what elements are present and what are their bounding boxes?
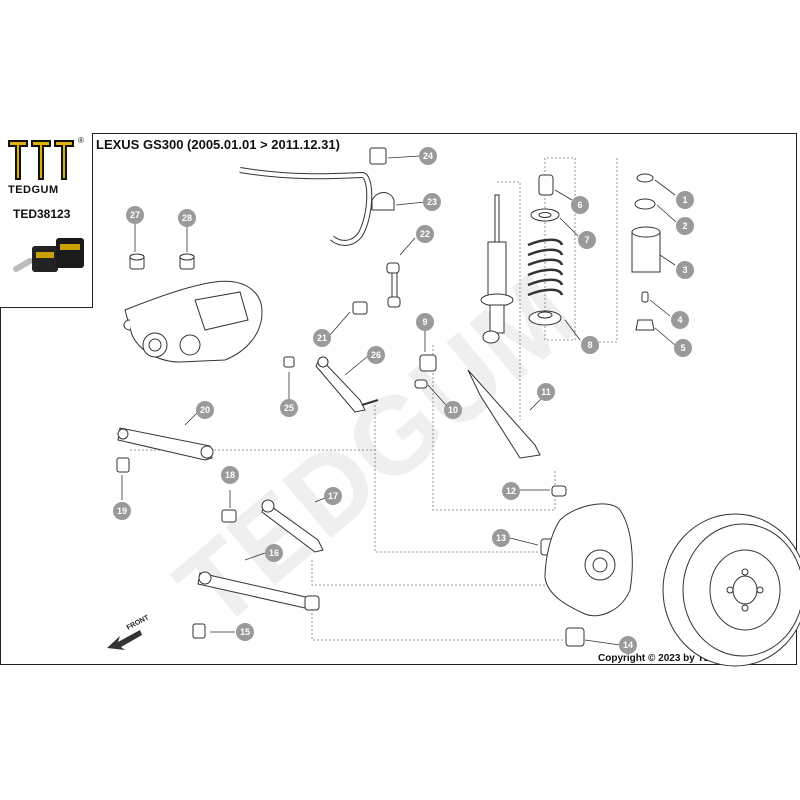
callout-1[interactable]: 1 bbox=[676, 191, 694, 209]
callout-24[interactable]: 24 bbox=[419, 147, 437, 165]
svg-text:13: 13 bbox=[496, 533, 506, 543]
callout-21[interactable]: 21 bbox=[313, 329, 331, 347]
callout-19[interactable]: 19 bbox=[113, 502, 131, 520]
stabilizer-link bbox=[386, 262, 401, 308]
callout-13[interactable]: 13 bbox=[492, 529, 510, 547]
callout-25[interactable]: 25 bbox=[280, 399, 298, 417]
svg-text:5: 5 bbox=[680, 343, 685, 353]
brand-name: TEDGUM bbox=[8, 184, 59, 196]
svg-text:20: 20 bbox=[200, 405, 210, 415]
svg-text:16: 16 bbox=[269, 548, 279, 558]
svg-text:2: 2 bbox=[682, 221, 687, 231]
svg-text:21: 21 bbox=[317, 333, 327, 343]
svg-text:12: 12 bbox=[506, 486, 516, 496]
callout-9[interactable]: 9 bbox=[416, 313, 434, 331]
svg-text:26: 26 bbox=[371, 350, 381, 360]
svg-text:9: 9 bbox=[422, 317, 427, 327]
tedgum-logo-icon bbox=[8, 140, 74, 180]
callout-26[interactable]: 26 bbox=[367, 346, 385, 364]
svg-text:14: 14 bbox=[623, 640, 633, 650]
stabilizer-bar bbox=[239, 147, 395, 246]
svg-text:23: 23 bbox=[427, 197, 437, 207]
svg-text:15: 15 bbox=[240, 627, 250, 637]
leader-lines bbox=[121, 155, 677, 646]
svg-text:4: 4 bbox=[677, 315, 682, 325]
copyright-text: Copyright © 2023 by TEDGUM ® bbox=[598, 653, 752, 664]
svg-text:25: 25 bbox=[284, 403, 294, 413]
svg-text:27: 27 bbox=[130, 210, 140, 220]
front-label: FRONT bbox=[126, 614, 151, 632]
callout-18[interactable]: 18 bbox=[221, 466, 239, 484]
callout-27[interactable]: 27 bbox=[126, 206, 144, 224]
svg-text:1: 1 bbox=[682, 195, 687, 205]
callout-11[interactable]: 11 bbox=[537, 383, 555, 401]
callout-12[interactable]: 12 bbox=[502, 482, 520, 500]
callout-20[interactable]: 20 bbox=[196, 401, 214, 419]
wheel-knuckle bbox=[544, 503, 633, 617]
product-thumbnail-image bbox=[13, 238, 84, 272]
svg-text:18: 18 bbox=[225, 470, 235, 480]
callout-2[interactable]: 2 bbox=[676, 217, 694, 235]
callout-10[interactable]: 10 bbox=[444, 401, 462, 419]
callout-3[interactable]: 3 bbox=[676, 261, 694, 279]
callout-6[interactable]: 6 bbox=[571, 196, 589, 214]
svg-text:10: 10 bbox=[448, 405, 458, 415]
callout-28[interactable]: 28 bbox=[178, 209, 196, 227]
svg-text:11: 11 bbox=[541, 387, 551, 397]
shock-absorber bbox=[480, 194, 514, 344]
callout-7[interactable]: 7 bbox=[578, 231, 596, 249]
callout-16[interactable]: 16 bbox=[265, 544, 283, 562]
svg-text:8: 8 bbox=[587, 340, 592, 350]
svg-text:3: 3 bbox=[682, 265, 687, 275]
callout-22[interactable]: 22 bbox=[416, 225, 434, 243]
svg-text:7: 7 bbox=[584, 235, 589, 245]
part-code: TED38123 bbox=[13, 207, 71, 221]
svg-text:24: 24 bbox=[423, 151, 433, 161]
svg-text:28: 28 bbox=[182, 213, 192, 223]
wheel-tire bbox=[662, 513, 800, 667]
callout-8[interactable]: 8 bbox=[581, 336, 599, 354]
front-arrow-icon: FRONT bbox=[107, 614, 151, 650]
strut-top-parts bbox=[527, 173, 661, 331]
differential-bushings bbox=[129, 253, 195, 270]
callout-23[interactable]: 23 bbox=[423, 193, 441, 211]
callout-15[interactable]: 15 bbox=[236, 623, 254, 641]
page-title: LEXUS GS300 (2005.01.01 > 2011.12.31) bbox=[96, 137, 340, 152]
svg-text:17: 17 bbox=[328, 491, 338, 501]
svg-text:19: 19 bbox=[117, 506, 127, 516]
registered-mark: ® bbox=[78, 136, 84, 145]
callout-4[interactable]: 4 bbox=[671, 311, 689, 329]
callout-17[interactable]: 17 bbox=[324, 487, 342, 505]
differential-housing bbox=[123, 280, 263, 363]
callout-markers: 1 2 3 4 5 6 7 8 9 10 11 12 13 14 15 16 1… bbox=[113, 147, 694, 654]
svg-text:22: 22 bbox=[420, 229, 430, 239]
callout-14[interactable]: 14 bbox=[619, 636, 637, 654]
callout-5[interactable]: 5 bbox=[674, 339, 692, 357]
control-arms bbox=[117, 356, 541, 611]
svg-text:6: 6 bbox=[577, 200, 582, 210]
